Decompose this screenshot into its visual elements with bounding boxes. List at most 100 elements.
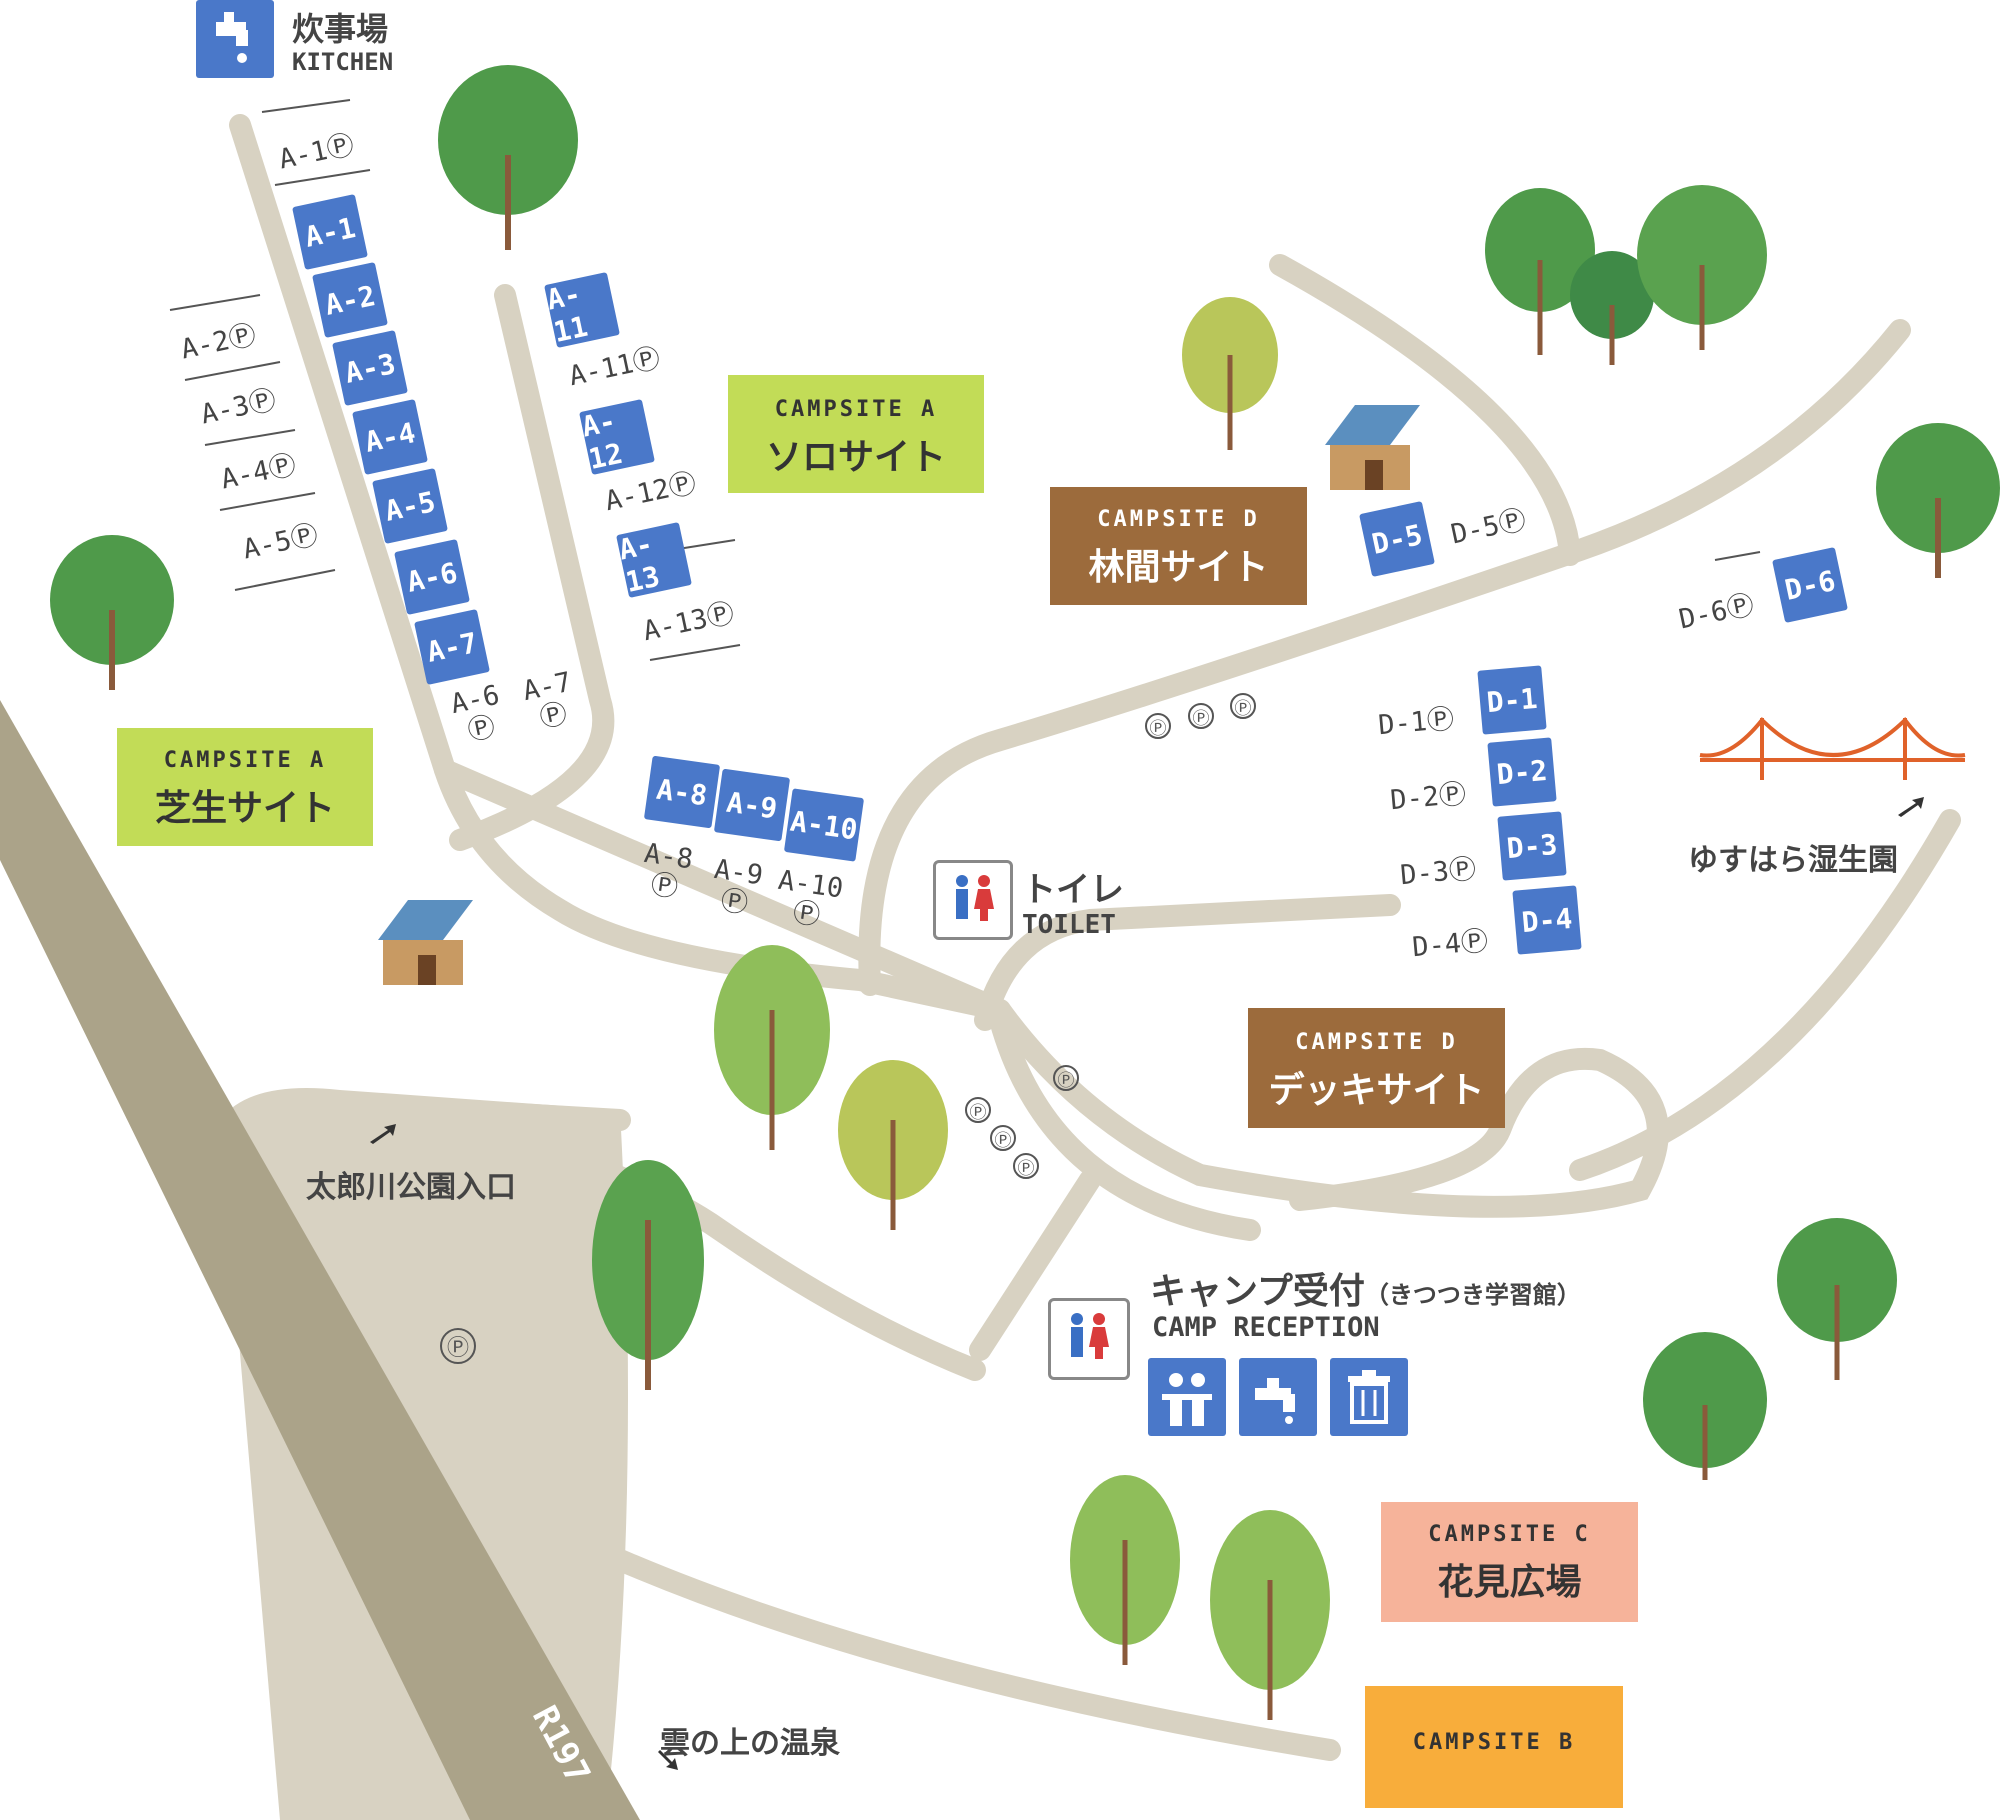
parking-symbol: Ⓟ [718, 885, 750, 920]
site-a8[interactable]: A-8 [643, 755, 721, 829]
tree [714, 945, 830, 1150]
campsite-a-lawn[interactable]: CAMPSITE A 芝生サイト [117, 728, 373, 846]
campsite-label: CAMPSITE D [1097, 507, 1260, 532]
campsite-label: CAMPSITE A [774, 397, 938, 422]
campsite-label: CAMPSITE B [1412, 1730, 1576, 1755]
taro-park-entrance-label: 太郎川公園入口 [306, 1170, 516, 1205]
site-a9[interactable]: A-9 [713, 768, 791, 842]
kitchen-label: 炊事場 [292, 10, 389, 48]
reception-name: キャンプ受付 [1150, 1271, 1365, 1312]
tree [1485, 188, 1595, 355]
kitchen-label-en: KITCHEN [292, 48, 394, 76]
cabin-icon [378, 900, 473, 985]
highway-r197 [0, 700, 640, 1820]
campsite-c[interactable]: CAMPSITE C 花見広場 [1381, 1502, 1638, 1622]
campsite-a-solo[interactable]: CAMPSITE A ソロサイト [728, 375, 984, 493]
tree [1637, 185, 1767, 350]
road-a-right [449, 284, 615, 851]
cabin-icon [1325, 405, 1420, 490]
road-center-link [969, 1169, 1101, 1361]
site-a13[interactable]: A-13 [616, 522, 692, 599]
suspension-bridge [1699, 716, 1966, 780]
campsite-d-forest[interactable]: CAMPSITE D 林間サイト [1050, 487, 1307, 605]
parking-d4: D-4Ⓟ [1410, 919, 1489, 964]
site-d4[interactable]: D-4 [1512, 885, 1582, 955]
faucet-icon [1239, 1358, 1317, 1436]
reception-label-en: CAMP RECEPTION [1152, 1312, 1380, 1343]
tree [1210, 1510, 1330, 1720]
site-d6[interactable]: D-6 [1772, 547, 1848, 623]
road-a-left-branch [399, 1104, 986, 1381]
site-d5[interactable]: D-5 [1359, 501, 1435, 577]
site-a3[interactable]: A-3 [332, 330, 408, 406]
site-d2[interactable]: D-2 [1487, 737, 1557, 807]
shower-icon [1148, 1358, 1226, 1436]
parking-icon: Ⓟ [1013, 1153, 1039, 1179]
reception-sub: （きつつき学習館） [1364, 1281, 1581, 1309]
campsite-d-deck[interactable]: CAMPSITE D デッキサイト [1248, 1008, 1505, 1128]
reception-toilet-icon [1048, 1298, 1130, 1380]
site-a7[interactable]: A-7 [414, 609, 490, 685]
toilet-label-en: TOILET [1022, 910, 1116, 940]
road-a-lower [434, 759, 1011, 1021]
road-center-loop [989, 999, 1669, 1218]
site-a5[interactable]: A-5 [372, 468, 448, 544]
parking-symbol: Ⓟ [648, 869, 680, 904]
parking-icon: Ⓟ [440, 1328, 476, 1364]
parking-icon: Ⓟ [1053, 1065, 1079, 1091]
campsite-name: 花見広場 [1437, 1562, 1582, 1603]
campsite-name: ソロサイト [765, 437, 946, 478]
arrow-icon [370, 1124, 396, 1144]
parking-icon: Ⓟ [1188, 703, 1214, 729]
tree [50, 535, 174, 690]
toilet-icon [933, 860, 1013, 940]
site-a4[interactable]: A-4 [352, 399, 428, 475]
parking-d3: D-3Ⓟ [1398, 847, 1477, 892]
site-a12[interactable]: A-12 [579, 399, 655, 476]
campsite-label: CAMPSITE C [1428, 1522, 1591, 1547]
road-d-deck [974, 894, 1401, 1031]
site-id: D-3 [1399, 856, 1451, 892]
tree [1070, 1475, 1180, 1665]
trash-icon [1330, 1358, 1408, 1436]
campsite-name: デッキサイト [1268, 1070, 1485, 1111]
tree [438, 65, 578, 250]
parking-icon: Ⓟ [990, 1125, 1016, 1151]
toilet-label: トイレ [1022, 870, 1124, 910]
road-d-upper [1269, 254, 1581, 566]
tree [1643, 1332, 1767, 1480]
parking-icon: Ⓟ [1145, 713, 1171, 739]
site-id: D-1 [1377, 706, 1429, 742]
road-main-d [858, 319, 1911, 996]
campsite-b[interactable]: CAMPSITE B [1365, 1686, 1623, 1808]
site-id: A-8 [642, 837, 695, 876]
onsen-label: 雲の上の温泉 [660, 1726, 840, 1761]
reception-label: キャンプ受付（きつつき学習館） [1150, 1262, 1581, 1314]
parking-symbol: Ⓟ [1437, 778, 1468, 812]
parking-symbol: Ⓟ [464, 711, 498, 748]
site-d1[interactable]: D-1 [1477, 665, 1547, 735]
site-a10[interactable]: A-10 [783, 788, 865, 862]
site-a6[interactable]: A-6 [394, 539, 470, 615]
campsite-label: CAMPSITE D [1295, 1030, 1458, 1055]
faucet-icon [196, 0, 274, 78]
campsite-label: CAMPSITE A [163, 748, 327, 773]
site-id: D-2 [1389, 781, 1441, 817]
site-id: D-4 [1411, 928, 1463, 964]
road-taro [349, 1094, 631, 1131]
parking-symbol: Ⓟ [1459, 925, 1490, 959]
site-d3[interactable]: D-3 [1497, 811, 1567, 881]
parking-icon: Ⓟ [1230, 693, 1256, 719]
site-a2[interactable]: A-2 [312, 262, 388, 338]
parking-symbol: Ⓟ [536, 698, 570, 735]
site-a11[interactable]: A-11 [544, 272, 620, 349]
site-a1[interactable]: A-1 [292, 194, 368, 270]
tree [592, 1160, 704, 1390]
tree [1777, 1218, 1897, 1380]
parking-icon: Ⓟ [965, 1097, 991, 1123]
parking-symbol: Ⓟ [1447, 853, 1478, 887]
